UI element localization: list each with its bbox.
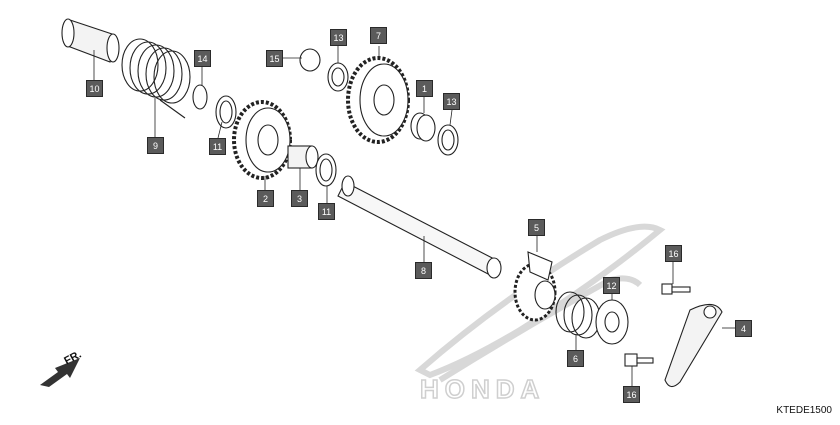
snap-ring-14 bbox=[192, 84, 208, 110]
callout-14: 14 bbox=[194, 50, 211, 67]
idle-gear-7 bbox=[346, 56, 410, 144]
washer-13a bbox=[327, 62, 349, 92]
callout-16: 16 bbox=[665, 245, 682, 262]
washer-11b bbox=[315, 153, 337, 187]
callout-9: 9 bbox=[147, 137, 164, 154]
callout-5: 5 bbox=[528, 219, 545, 236]
kickstarter-spring bbox=[121, 38, 191, 119]
callout-10: 10 bbox=[86, 80, 103, 97]
callout-2: 2 bbox=[257, 190, 274, 207]
leader-lines bbox=[93, 46, 735, 386]
sleeve-part bbox=[61, 18, 120, 63]
callout-13: 13 bbox=[330, 29, 347, 46]
callout-13: 13 bbox=[443, 93, 460, 110]
kick-gear-2 bbox=[232, 100, 292, 180]
bushing-1 bbox=[410, 112, 436, 142]
front-direction-arrow bbox=[40, 358, 80, 387]
diagram-code: KTEDE1500 bbox=[776, 405, 832, 416]
callout-7: 7 bbox=[370, 27, 387, 44]
honda-watermark-text: HONDA bbox=[420, 374, 545, 404]
ratchet-spring-6 bbox=[555, 291, 601, 339]
callout-11: 11 bbox=[318, 203, 335, 220]
callout-12: 12 bbox=[603, 277, 620, 294]
callout-8: 8 bbox=[415, 262, 432, 279]
callout-4: 4 bbox=[735, 320, 752, 337]
callout-3: 3 bbox=[291, 190, 308, 207]
callout-15: 15 bbox=[266, 50, 283, 67]
callout-1: 1 bbox=[416, 80, 433, 97]
washer-11a bbox=[215, 95, 237, 129]
kickstarter-arm-4 bbox=[664, 303, 723, 388]
callout-11: 11 bbox=[209, 138, 226, 155]
kickstarter-spindle-8 bbox=[337, 175, 502, 279]
ratchet-5 bbox=[513, 251, 557, 322]
circlip-15 bbox=[299, 48, 321, 72]
callout-16: 16 bbox=[623, 386, 640, 403]
bolt-16a bbox=[661, 283, 691, 295]
washer-13b bbox=[437, 124, 459, 156]
bolt-16b bbox=[624, 353, 654, 367]
washer-12 bbox=[595, 299, 629, 345]
bushing-3 bbox=[287, 145, 319, 169]
callout-6: 6 bbox=[567, 350, 584, 367]
